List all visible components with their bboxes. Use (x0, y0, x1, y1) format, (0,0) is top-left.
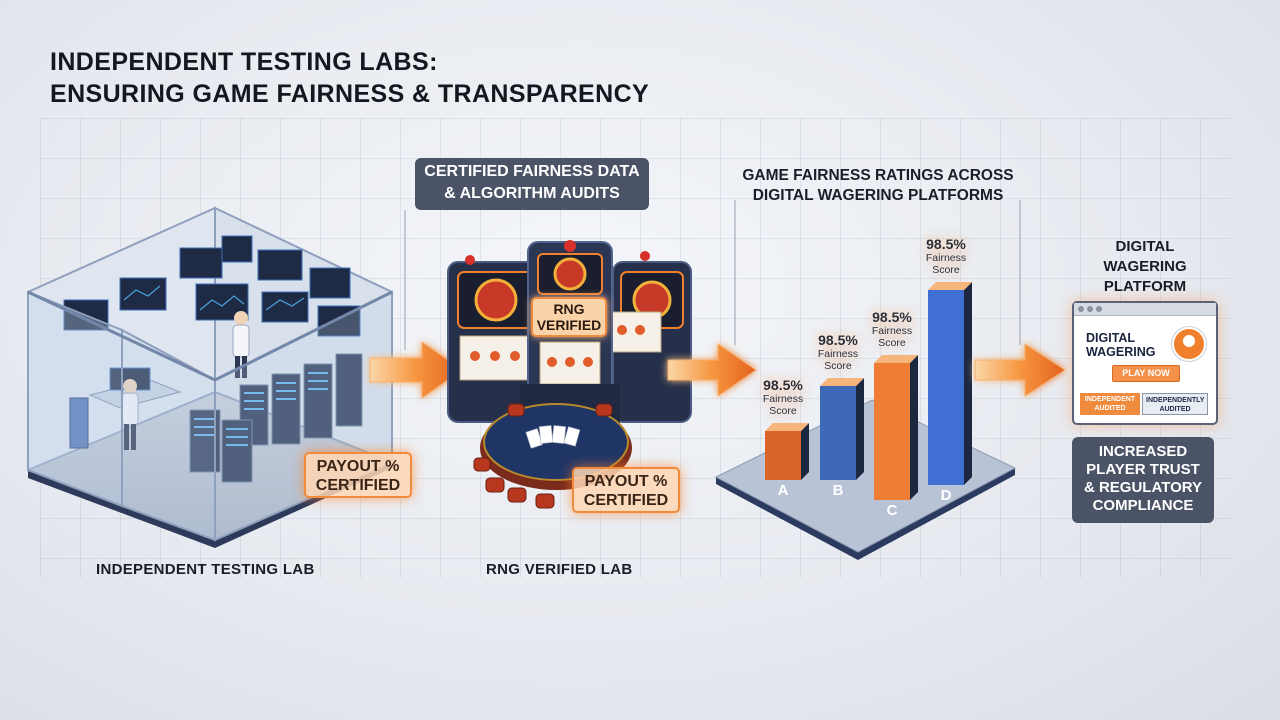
bar-c (874, 355, 918, 500)
fairness-bars (765, 282, 972, 500)
trust-line-1: INCREASED (1098, 443, 1188, 460)
audit2-line-2: AUDITED (1159, 406, 1191, 413)
rng-lab-caption: RNG VERIFIED LAB (486, 561, 633, 578)
bar-b-face (820, 386, 856, 480)
platform-title-line-1: DIGITAL (1115, 238, 1175, 255)
bar-c-side (910, 355, 918, 500)
bar-d (928, 282, 972, 485)
lab-payout-certified-badge: PAYOUT % CERTIFIED (304, 452, 412, 498)
bar-value: 98.5% (926, 236, 966, 252)
brand-line-2: WAGERING (1086, 345, 1156, 359)
chart-title-line-1: GAME FAIRNESS RATINGS ACROSS (742, 167, 1014, 184)
audit-label-line-2: & ALGORITHM AUDITS (444, 185, 620, 202)
flow-arrow-3 (974, 343, 1066, 397)
play-now-button[interactable]: PLAY NOW (1112, 365, 1180, 382)
platform-title-line-2: WAGERING (1103, 258, 1187, 275)
flow-arrow-1 (369, 341, 463, 399)
title-line-2: ENSURING GAME FAIRNESS & TRANSPARENCY (50, 80, 650, 108)
platform-browser-window: DIGITAL WAGERING PLAY NOW INDEPENDENT AU… (1072, 301, 1218, 425)
title-line-1: INDEPENDENT TESTING LABS: (50, 48, 438, 76)
platform-brand: DIGITAL WAGERING (1086, 331, 1155, 359)
bar-value-sublabel: Fairness Score (817, 348, 859, 372)
platform-logo-icon (1172, 327, 1206, 361)
lab-badge-line-2: CERTIFIED (315, 477, 401, 494)
rng-badge-line-2: CERTIFIED (583, 492, 669, 509)
independent-audited-badge: INDEPENDENT AUDITED (1080, 393, 1140, 415)
testing-lab-caption: INDEPENDENT TESTING LAB (96, 561, 315, 578)
bar-d-face (928, 290, 964, 485)
rng-screen-line-2: VERIFIED (536, 317, 602, 333)
connector-lines (404, 200, 1021, 350)
independently-audited-badge: INDEPENDENTLY AUDITED (1142, 393, 1208, 415)
bar-d-side (964, 282, 972, 485)
testing-lab-illustration (27, 206, 393, 548)
bar-value: 98.5% (818, 332, 858, 348)
bar-b-value-label: 98.5%Fairness Score (802, 332, 874, 372)
bar-b-top (820, 378, 864, 386)
bar-value-sublabel: Fairness Score (762, 393, 804, 417)
bar-a-category-label: A (777, 482, 789, 499)
trust-compliance-label: INCREASED PLAYER TRUST & REGULATORY COMP… (1072, 437, 1214, 523)
bar-b (820, 378, 864, 480)
bar-d-top (928, 282, 972, 290)
platform-title-line-3: PLATFORM (1103, 278, 1187, 295)
bar-c-top (874, 355, 918, 363)
page-title: INDEPENDENT TESTING LABS: ENSURING GAME … (50, 46, 649, 110)
bar-c-category-label: C (886, 502, 898, 519)
trust-line-3: & REGULATORY (1083, 479, 1203, 496)
certified-fairness-data-label: CERTIFIED FAIRNESS DATA & ALGORITHM AUDI… (415, 158, 649, 210)
bar-b-category-label: B (832, 482, 844, 499)
bar-d-category-label: D (940, 487, 952, 504)
bar-a (765, 423, 809, 480)
browser-title-bar (1074, 303, 1216, 316)
bar-value-sublabel: Fairness Score (925, 252, 967, 276)
bar-a-side (801, 423, 809, 480)
bar-value-sublabel: Fairness Score (871, 325, 913, 349)
bar-c-face (874, 363, 910, 500)
bar-a-face (765, 431, 801, 480)
bar-d-value-label: 98.5%Fairness Score (910, 236, 982, 276)
lab-badge-line-1: PAYOUT % (316, 458, 400, 475)
bar-value: 98.5% (763, 377, 803, 393)
rng-screen-line-1: RNG (553, 301, 585, 317)
bar-a-value-label: 98.5%Fairness Score (747, 377, 819, 417)
bar-a-top (765, 423, 809, 431)
chart-title: GAME FAIRNESS RATINGS ACROSS DIGITAL WAG… (728, 166, 1028, 206)
rng-badge-line-1: PAYOUT % (584, 473, 668, 490)
bar-value: 98.5% (872, 309, 912, 325)
rng-verified-screen: RNG VERIFIED (532, 298, 606, 336)
platform-title: DIGITAL WAGERING PLATFORM (1085, 237, 1205, 297)
chart-title-line-2: DIGITAL WAGERING PLATFORMS (752, 187, 1004, 204)
trust-line-2: PLAYER TRUST (1086, 461, 1200, 478)
rng-lab-illustration (447, 240, 692, 509)
audit-label-line-1: CERTIFIED FAIRNESS DATA (424, 163, 640, 180)
brand-line-1: DIGITAL (1086, 331, 1136, 345)
rng-payout-certified-badge: PAYOUT % CERTIFIED (572, 467, 680, 513)
audit1-line-2: AUDITED (1094, 405, 1126, 412)
trust-line-4: COMPLIANCE (1092, 497, 1194, 514)
bar-b-side (856, 378, 864, 480)
audit1-line-1: INDEPENDENT (1084, 396, 1136, 403)
audit2-line-1: INDEPENDENTLY (1146, 397, 1205, 404)
flow-arrow-2 (667, 343, 757, 397)
bar-c-value-label: 98.5%Fairness Score (856, 309, 928, 349)
